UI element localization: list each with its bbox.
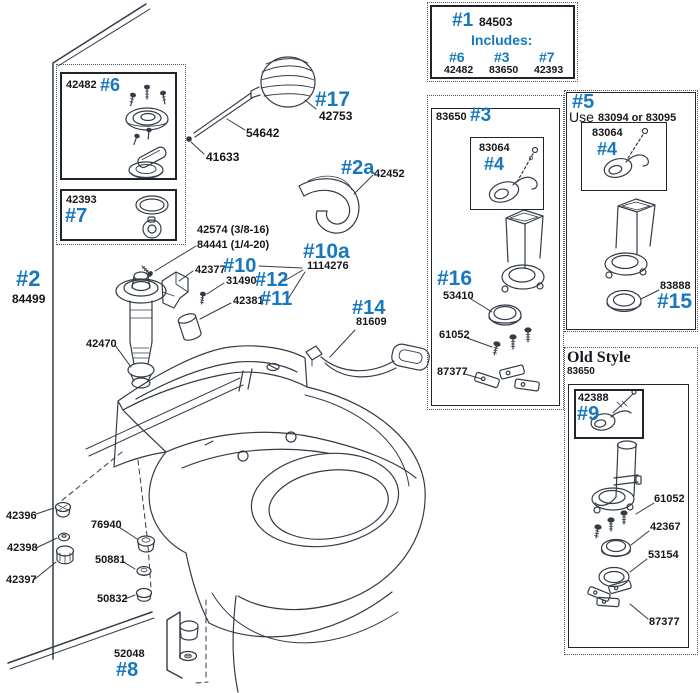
part-42381-label: 42381: [233, 295, 264, 307]
part-42397-label: 42397: [6, 574, 37, 586]
float-ball-drawing: [186, 56, 316, 142]
ref-9-label: #9: [577, 403, 600, 425]
flapper-42388-box: [574, 389, 644, 439]
kit-box-outer: [427, 2, 578, 82]
part-50881-label: 50881: [95, 554, 126, 566]
ref-11-label: #11: [260, 288, 293, 310]
part-42452-label: 42452: [374, 168, 405, 180]
kit-item-part: 42482: [444, 64, 474, 76]
part-42377-label: 42377: [195, 264, 226, 276]
flapper-83064-box: [470, 137, 544, 210]
toilet-drawing: [85, 345, 426, 693]
part-87377-label: 87377: [437, 366, 468, 378]
part-50832-label: 50832: [97, 593, 128, 605]
wall-lines: [7, 3, 155, 670]
part-54642-label: 54642: [246, 126, 280, 140]
flush-tube-drawing: [298, 175, 360, 234]
dashed-guides: [59, 451, 209, 684]
ref-3-label: #3: [470, 105, 492, 126]
part-61052-label: 61052: [439, 329, 470, 341]
mounting-bolts-drawing: [54, 501, 156, 602]
part-31490-label: 31490: [226, 275, 257, 287]
bolt-cap-drawing: [166, 611, 199, 679]
part-53154-label: 53154: [648, 549, 679, 561]
fill-valve-drawing: [115, 271, 167, 389]
leader-lines: [34, 99, 660, 620]
kit-part: 84503: [479, 15, 513, 29]
part-53410-label: 53410: [443, 290, 474, 302]
ref-4-label-2: #4: [597, 139, 618, 159]
old-style-sketch: [587, 389, 642, 608]
box5-sketch: [603, 127, 656, 313]
part-42388-label: 42388: [578, 392, 609, 404]
part-52048-label: 52048: [114, 648, 145, 660]
old-style-title: Old Style: [567, 349, 631, 366]
valve-5-box-outer: [564, 90, 698, 332]
ref-5-label: #5: [572, 91, 595, 113]
part-42574-label: 42574 (3/8-16): [197, 224, 270, 236]
part-42482-box: [60, 72, 177, 180]
part-84441-label: 84441 (1/4-20): [197, 239, 270, 251]
part-42753-label: 42753: [319, 109, 353, 123]
ref-6-label: #6: [100, 75, 121, 95]
part-42393-box: [60, 189, 177, 241]
kit-box-inner: [430, 5, 575, 79]
ref-10-label: #10: [223, 255, 257, 277]
part-83650-label-2: 83650: [567, 366, 595, 377]
part-42367-label: 42367: [650, 521, 681, 533]
ref-16-label: #16: [437, 267, 473, 290]
box6-sketch: [125, 84, 169, 179]
part-42398-label: 42398: [7, 542, 38, 554]
part-76940-label: 76940: [91, 519, 122, 531]
flapper-83064-box-2: [581, 122, 667, 191]
part-83888-label: 83888: [660, 280, 691, 292]
small-parts-cluster: [141, 265, 206, 341]
ref-8-label: #8: [116, 659, 139, 681]
part-42396-label: 42396: [6, 510, 37, 522]
part-42482-label: 42482: [66, 79, 97, 91]
part-61052-label-2: 61052: [654, 493, 685, 505]
part-41633-label: 41633: [206, 150, 240, 164]
trip-lever-drawing: [305, 343, 430, 378]
ref-2-label: #2: [16, 266, 41, 291]
kit-includes: Includes:: [471, 32, 533, 48]
part-42470-label: 42470: [86, 338, 117, 350]
tank-parts-box-outer: [56, 64, 186, 245]
ref-7-label: #7: [65, 205, 88, 227]
old-style-box-outer: [564, 347, 698, 655]
ref-4-label: #4: [484, 154, 505, 174]
kit-item-part: 83650: [489, 64, 519, 76]
kit-item-ref: #6: [449, 49, 465, 65]
kit-item-ref: #3: [494, 49, 510, 65]
kit-ref: #1: [452, 10, 474, 31]
kit-item-ref: #7: [539, 49, 555, 65]
old-style-box: [568, 384, 689, 648]
part-83064-label-2: 83064: [592, 127, 623, 139]
valve-5-box: [566, 92, 696, 330]
valve-83650-box-outer: [427, 95, 564, 410]
part-83064-label: 83064: [479, 142, 510, 154]
part-1114276-label: 1114276: [307, 260, 349, 272]
ref-17-label: #17: [315, 88, 351, 111]
part-81609-label: 81609: [356, 316, 387, 328]
box7-sketch: [135, 195, 169, 239]
use-parts-label: 83094 or 83095: [598, 112, 677, 124]
ref-12-label: #12: [255, 269, 289, 291]
box3-sketch: [474, 146, 545, 392]
part-84499-label: 84499: [12, 292, 46, 306]
part-83650-label: 83650: [436, 111, 467, 123]
part-87377-label-2: 87377: [649, 616, 680, 628]
valve-83650-box: [431, 108, 560, 406]
ref-2a-label: #2a: [341, 157, 375, 179]
part-42393-label: 42393: [66, 194, 97, 206]
use-word-label: Use: [569, 109, 594, 125]
ref-15-label: #15: [657, 290, 693, 313]
ref-14-label: #14: [352, 297, 386, 319]
ref-10a-label: #10a: [303, 240, 350, 263]
kit-item-part: 42393: [534, 64, 564, 76]
